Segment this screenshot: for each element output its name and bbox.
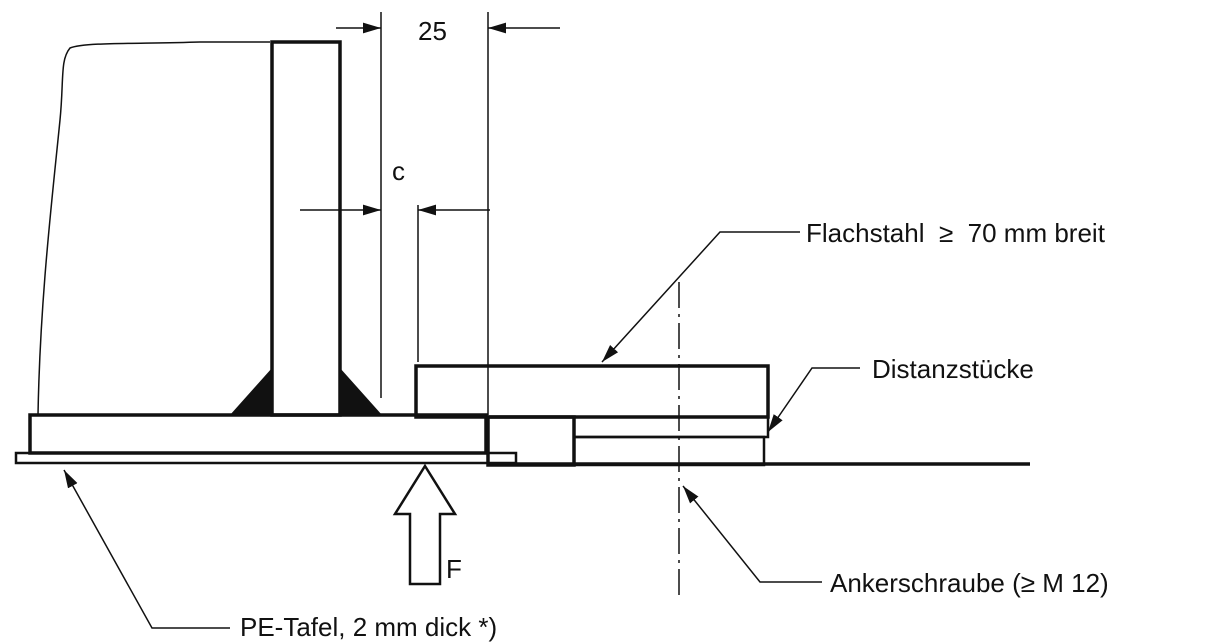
- flachstahl-bar: [414, 364, 770, 419]
- dimension-c-label: c: [392, 156, 405, 186]
- dimension-25-label: 25: [418, 16, 447, 46]
- force-arrow: [392, 463, 458, 586]
- force-label: F: [446, 554, 462, 584]
- ankerschraube-label: Ankerschraube (≥ M 12): [830, 568, 1109, 598]
- spacer-lower: [572, 435, 766, 467]
- spacer-upper: [572, 415, 770, 439]
- leader-flachstahl: [601, 231, 800, 363]
- tank-outline: [37, 41, 270, 416]
- weld-left: [230, 368, 272, 415]
- leader-distanz: [767, 367, 860, 433]
- gap-box: [486, 415, 576, 467]
- flachstahl-label: Flachstahl ≥ 70 mm breit: [806, 218, 1106, 248]
- distanzstuecke-label: Distanzstücke: [872, 354, 1034, 384]
- bottom-plate: [28, 413, 488, 455]
- leader-anker: [682, 485, 822, 583]
- pe-sheet: [14, 451, 518, 465]
- leader-pe: [63, 469, 230, 629]
- pe-tafel-label: PE-Tafel, 2 mm dick *): [240, 612, 497, 642]
- vertical-wall: [270, 40, 342, 417]
- weld-right: [340, 368, 382, 415]
